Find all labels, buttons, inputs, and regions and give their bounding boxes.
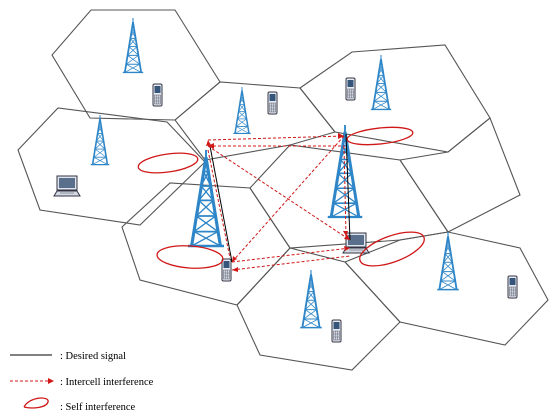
devices [53, 77, 518, 343]
desired-signal-links [209, 133, 351, 263]
cell-tower-icon [299, 269, 323, 329]
interference-arrowheads [206, 133, 350, 272]
cell-tower-icon [232, 86, 252, 135]
cell-tower-icon [121, 17, 145, 74]
legend-self-interference-label: : Self interference [60, 402, 136, 413]
legend: : Desired signal : Intercell interferenc… [10, 351, 154, 413]
mobile-phone-icon [221, 258, 232, 282]
legend-intercell-label: : Intercell interference [60, 377, 154, 388]
legend-intercell-arrowhead [48, 378, 54, 384]
legend-desired-signal-label: : Desired signal [60, 351, 126, 362]
cell-bottom-right [344, 231, 549, 346]
mobile-phone-icon [267, 91, 278, 115]
mobile-phone-icon [345, 77, 356, 101]
legend-self-interference-swatch [23, 397, 49, 409]
cell-right-upper [399, 117, 521, 233]
cell-tower-icon [436, 231, 460, 291]
cell-tower-icon [369, 54, 393, 111]
cell-tower-icon [89, 114, 111, 166]
intercell-interference-links [207, 135, 351, 271]
laptop-icon [53, 175, 81, 197]
cell-top-right [299, 44, 491, 153]
mobile-phone-icon [331, 319, 342, 343]
mobile-phone-icon [507, 275, 518, 299]
cell-left [17, 107, 206, 226]
cell-center-left [121, 182, 291, 306]
cell-boundaries [17, 9, 549, 371]
mobile-phone-icon [152, 83, 163, 107]
self-interference-loops [137, 126, 425, 269]
